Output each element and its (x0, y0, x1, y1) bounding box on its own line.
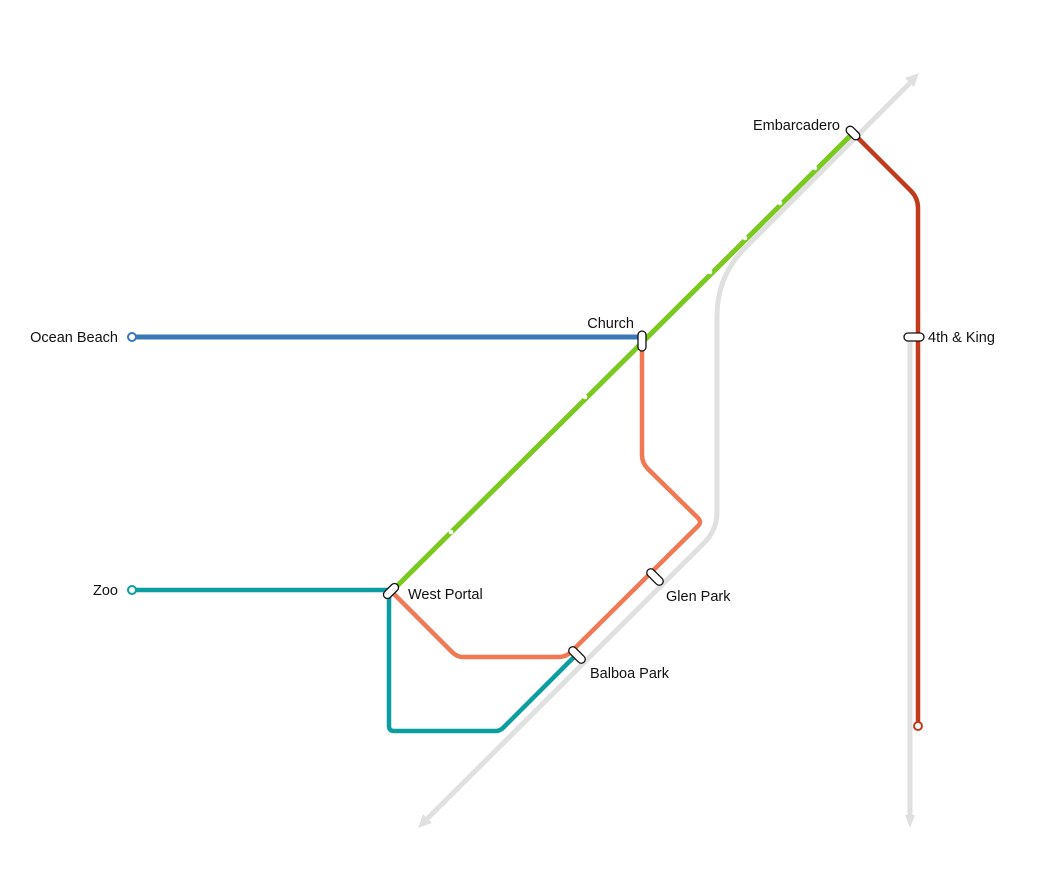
green-line-group (388, 130, 856, 595)
minor-stop (448, 529, 454, 535)
station-marker-balboa-park[interactable] (567, 645, 587, 665)
terminal-ocean-beach[interactable] (127, 332, 137, 342)
minor-stop (812, 165, 818, 171)
terminal-zoo[interactable] (127, 585, 137, 595)
station-marker-4th-king[interactable] (903, 332, 925, 342)
minor-stop (742, 235, 748, 241)
station-label-zoo[interactable]: Zoo (93, 583, 118, 599)
station-label-church[interactable]: Church (587, 316, 634, 332)
teal-line (129, 587, 580, 734)
orange-line (388, 338, 703, 660)
gray-lines (418, 73, 919, 828)
red-line (850, 130, 921, 728)
minor-stop (582, 394, 588, 400)
station-marker-glen-park[interactable] (645, 567, 665, 587)
station-label-embarcadero[interactable]: Embarcadero (753, 118, 840, 134)
station-label-glen-park[interactable]: Glen Park (666, 589, 731, 605)
terminal-4th-king-south[interactable] (913, 721, 923, 731)
station-label-4th-king[interactable]: 4th & King (928, 330, 995, 346)
gray-line-diagonal (421, 77, 916, 825)
green-line-stops (448, 165, 818, 535)
station-label-ocean-beach[interactable]: Ocean Beach (30, 330, 118, 346)
arrow-down-left-icon (418, 814, 432, 828)
station-label-west-portal[interactable]: West Portal (408, 587, 483, 603)
station-marker-west-portal[interactable] (382, 582, 400, 600)
arrow-down-icon (905, 815, 915, 828)
station-marker-embarcadero[interactable] (845, 125, 862, 142)
green-line (388, 130, 856, 595)
arrow-up-right-icon (905, 73, 919, 87)
minor-stop (777, 200, 783, 206)
minor-stop (707, 269, 713, 275)
station-label-balboa-park[interactable]: Balboa Park (590, 666, 670, 682)
station-marker-church[interactable] (637, 330, 647, 352)
